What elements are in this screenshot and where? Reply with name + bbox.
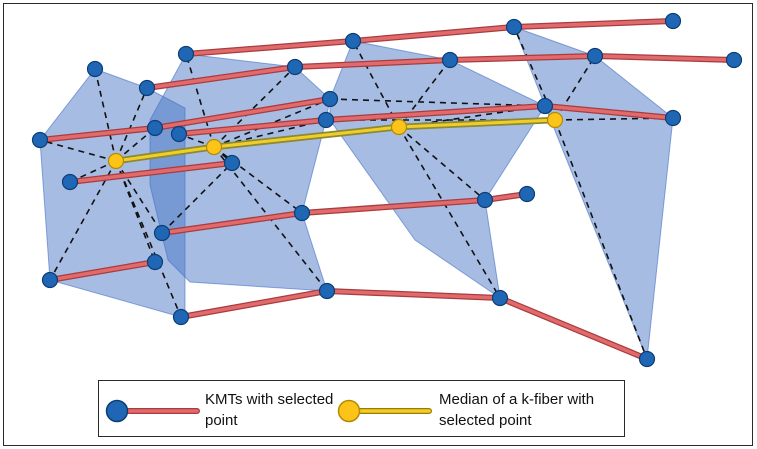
cross-section-polygon	[329, 40, 546, 300]
kmt-point	[153, 224, 171, 242]
kmt-point	[318, 282, 336, 300]
legend-box: KMTs with selected point Median of a k-f…	[98, 380, 625, 437]
kmt-point	[321, 90, 339, 108]
kmt-point	[638, 350, 656, 368]
kmt-point	[344, 32, 362, 50]
kmt-point	[146, 253, 164, 271]
cross-section-polygon	[513, 26, 674, 360]
kmt-line	[68, 161, 234, 184]
dashed-connector	[398, 126, 501, 299]
kmt-point	[476, 191, 494, 209]
dashed-connector	[398, 126, 486, 201]
dashed-connector	[213, 119, 327, 148]
dashed-connector	[213, 98, 331, 148]
legend-median-label: Median of a k-fiber with selected point	[439, 391, 595, 429]
convex-hull-polygons	[39, 26, 674, 360]
kmt-point	[293, 204, 311, 222]
dashed-connector	[39, 139, 117, 162]
kmt-point	[586, 47, 604, 65]
kmt-point	[317, 111, 335, 129]
kmt-point	[491, 289, 509, 307]
kmt-point	[664, 109, 682, 127]
dashed-connector	[94, 68, 117, 162]
kmt-point	[536, 97, 554, 115]
median-point	[390, 118, 408, 136]
cross-section-polygon	[149, 53, 331, 292]
kmt-point	[505, 18, 523, 36]
legend-median-point-icon	[337, 399, 361, 423]
kmt-point	[146, 119, 164, 137]
kmt-line	[160, 192, 529, 235]
kmt-point	[518, 185, 536, 203]
kmt-point	[286, 58, 304, 76]
kmt-point	[664, 12, 682, 30]
kmt-point	[31, 131, 49, 149]
dashed-connector	[115, 127, 156, 162]
kmt-line-edge	[178, 288, 650, 362]
kmt-line	[179, 289, 649, 361]
dashed-connector	[352, 40, 400, 128]
kmt-point	[170, 125, 188, 143]
legend-kmt-label: KMTs with selected point	[205, 391, 334, 429]
median-point	[205, 138, 223, 156]
dashed-connector	[115, 87, 148, 162]
dashed-connector	[115, 160, 156, 263]
dashed-connector	[69, 160, 117, 183]
kmt-point	[41, 271, 59, 289]
dashed-connector	[554, 117, 674, 121]
median-point	[107, 152, 125, 170]
legend-kmt-point-icon	[105, 399, 129, 423]
kmt-point	[172, 308, 190, 326]
kmt-line	[177, 104, 675, 136]
dashed-connector	[329, 98, 546, 107]
kmt-lines	[37, 18, 737, 362]
median-point	[546, 111, 564, 129]
figure-border	[3, 3, 753, 446]
kmt-line	[48, 260, 157, 282]
kmt-line	[184, 19, 675, 56]
dashed-connector	[213, 146, 303, 214]
legend-symbols	[105, 399, 432, 423]
kmt-point	[86, 60, 104, 78]
kmt-point	[138, 79, 156, 97]
median-line	[114, 118, 557, 163]
kmt-point	[177, 45, 195, 63]
points	[31, 12, 743, 368]
kmt-point	[725, 51, 743, 69]
dashed-connector	[554, 119, 648, 360]
kmt-point	[61, 173, 79, 191]
median-lines	[112, 116, 559, 165]
kmt-point	[441, 51, 459, 69]
dashed-connector	[161, 162, 233, 234]
dashed-connector	[213, 66, 296, 148]
kmt-point	[223, 154, 241, 172]
